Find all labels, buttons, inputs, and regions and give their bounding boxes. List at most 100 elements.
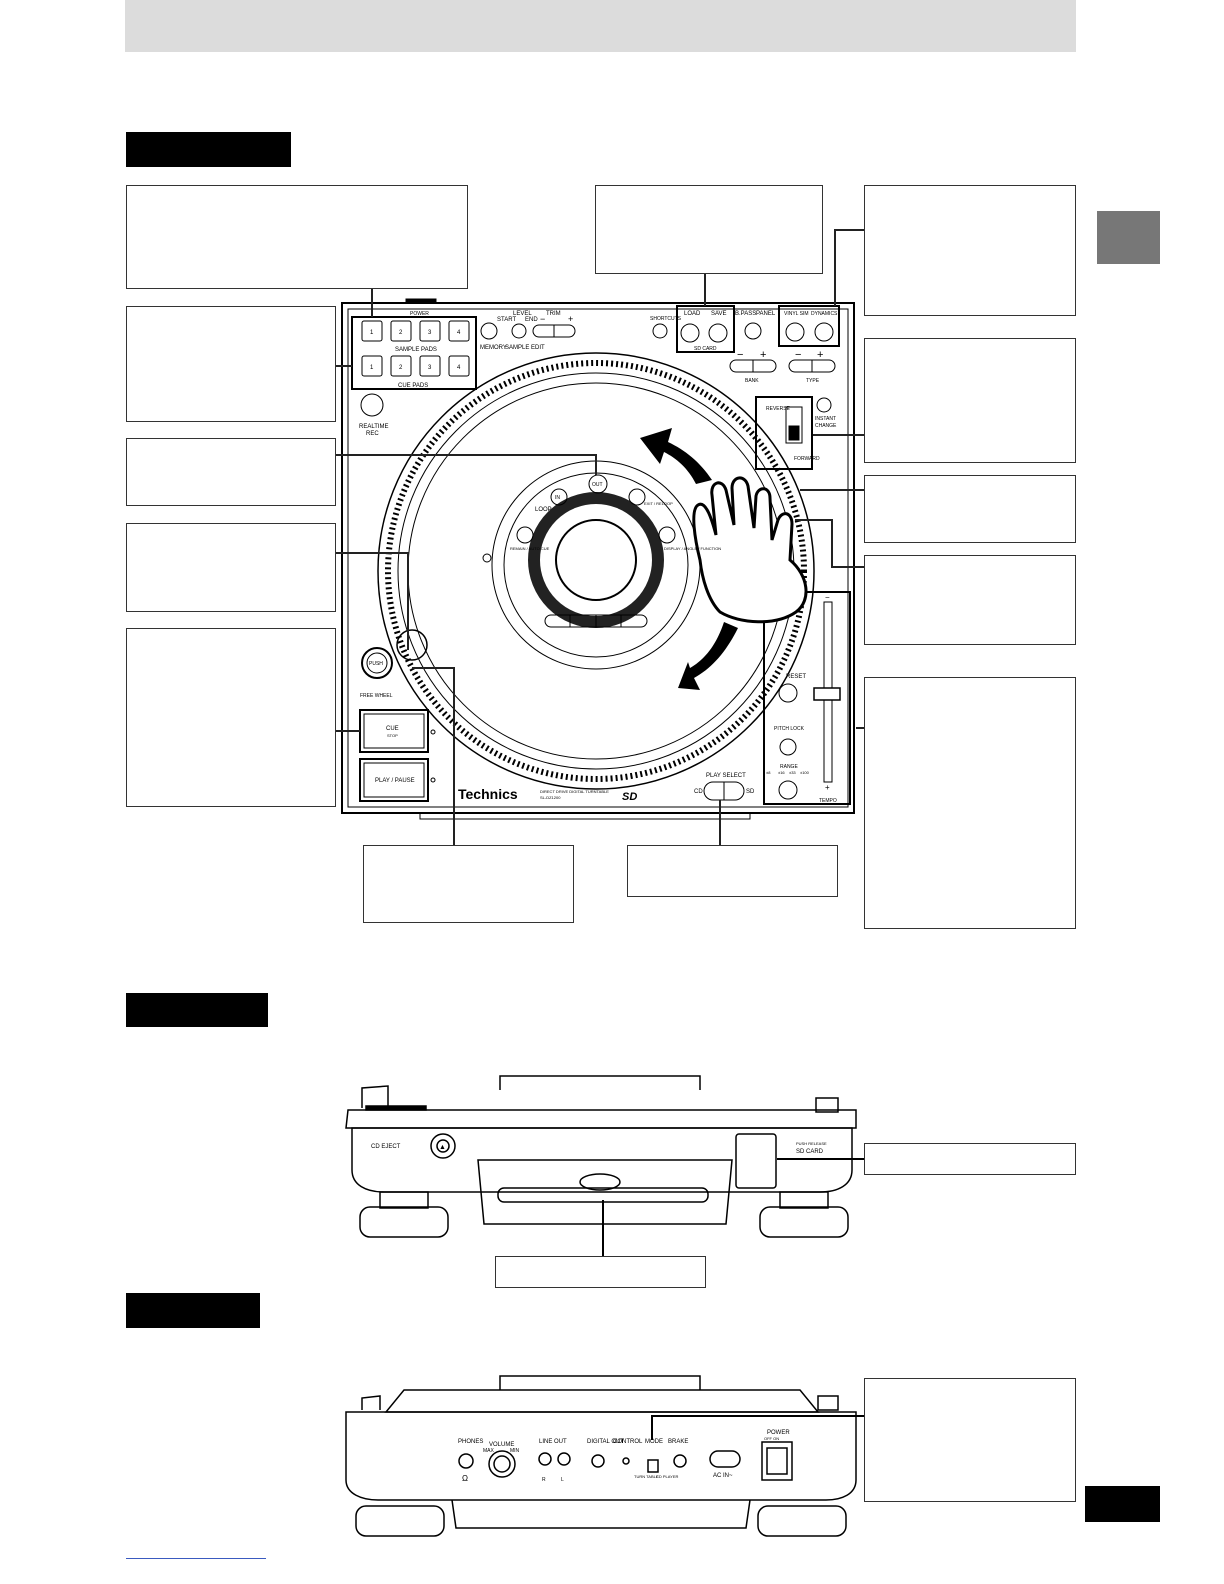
callout-loop [126,438,336,506]
rear-panel-drawing [345,1375,864,1537]
cue-pad-1: 1 [370,365,374,371]
callout-sd-slot [864,1143,1076,1175]
cd-player-label: CD PLAYER [656,1474,678,1479]
exit-reloop-label: EXIT / RELOOP [644,501,673,506]
bank-label: BANK [745,378,759,384]
sd-logo-icon: SD [622,791,637,803]
sd-card-small-label: SD CARD [694,346,717,352]
cue-pad-2: 2 [399,365,403,371]
ac-in-label: AC IN~ [713,1473,733,1479]
start-label: START [497,317,516,323]
range-value-4: ±100 [800,770,810,775]
type-plus: + [817,349,823,361]
line-out-label: LINE OUT [539,1439,567,1445]
push-label: PUSH [369,661,383,667]
callout-cue-play [126,628,336,807]
trim-minus: − [540,314,545,324]
power-off-on: OFF ON [764,1436,779,1441]
volume-max: MAX [483,1448,495,1454]
callout-tempo [864,677,1076,929]
hand-icon [692,476,808,624]
power-rear-label: POWER [767,1430,790,1436]
section-tab-front-panel [126,993,268,1027]
footer-link-line [126,1558,266,1559]
free-wheel-label: FREE WHEEL [360,693,393,699]
power-label: POWER [410,311,429,317]
load-label: LOAD [684,311,701,317]
turn-table-label: TURN TABLE [634,1474,659,1479]
instant-label: INSTANT [815,416,836,422]
phones-label: PHONES [458,1439,483,1445]
model-line-2: SL-DZ1200 [540,795,561,800]
volume-min: MIN [510,1448,520,1454]
shortcuts-label: SHORTCUTS [650,316,682,322]
callout-effects [864,185,1076,316]
tempo-label: TEMPO [819,798,837,804]
eject-icon: ▲ [439,1144,446,1151]
tempo-plus: + [825,783,830,792]
model-line-1: DIRECT DRIVE DIGITAL TURNTABLE [540,789,609,794]
tempo-minus: − [825,593,830,602]
sample-pads-label: SAMPLE PADS [395,347,437,353]
remain-autocue-label: REMAIN / AUTO CUE [510,546,550,551]
panel-label: PANEL [756,311,776,317]
sample-pad-4: 4 [457,330,461,336]
technics-logo: Technics [458,786,518,802]
control-label: CONTROL [613,1439,643,1445]
forward-label: FORWARD [794,456,820,462]
line-out-r: R [542,1477,546,1483]
callout-free-wheel [363,845,574,923]
type-minus: − [795,349,801,361]
mode-label: MODE [645,1439,663,1445]
header-bar [125,0,1076,52]
callout-cue-pads [126,306,336,422]
callout-sample-cue-pads [126,185,468,289]
push-release-label: PUSH RELEASE [796,1141,827,1146]
range-value-2: ±16 [778,770,785,775]
section-tab-top-panel [126,132,291,167]
cue-pad-4: 4 [457,365,461,371]
cue-label: CUE [386,726,399,732]
leader-lines [336,229,864,845]
reset-label: RESET [786,674,806,680]
bank-minus: − [737,349,743,361]
play-select-cd: CD [694,789,703,795]
digital-out-label: DIGITAL OUT [587,1439,624,1445]
save-label: SAVE [711,311,727,317]
change-label: CHANGE [815,423,837,429]
play-pause-label: PLAY / PAUSE [375,778,415,784]
callout-display [126,523,336,612]
play-select-sd: SD [746,789,755,795]
vinyl-sim-label: VINYL SIM [784,311,809,317]
loop-out-label: OUT [592,482,603,488]
rec-label: REC [366,431,379,437]
callout-play-select [627,845,838,897]
volume-label: VOLUME [489,1442,514,1448]
cd-eject-label: CD EJECT [371,1144,401,1150]
callout-platter [864,475,1076,543]
end-label: END [525,317,538,323]
play-select-label: PLAY SELECT [706,773,746,779]
stop-label: STOP [387,733,398,738]
range-value-3: ±33 [789,770,796,775]
trim-plus: + [568,314,573,324]
rotation-arrow-icon [640,428,738,690]
sample-pad-1: 1 [370,330,374,336]
memory-label: MEMORY [480,345,507,351]
trim-label: TRIM [546,311,561,317]
cue-pad-buttons [361,355,470,377]
headphone-icon: Ω [462,1474,468,1483]
range-label: RANGE [780,764,798,770]
cue-pad-3: 3 [428,365,432,371]
sample-pad-3: 3 [428,330,432,336]
sample-pad-2: 2 [399,330,403,336]
callout-strobe [864,555,1076,645]
sd-card-label: SD CARD [796,1149,824,1155]
bpass-label: B.PASS [735,311,756,317]
type-label: TYPE [806,378,820,384]
reverse-label: REVERSE [766,406,791,412]
page-number-box [1085,1486,1160,1522]
callout-mode-switch [864,1378,1076,1502]
display-angle-label: DISPLAY / ANGLE / FUNCTION [664,546,721,551]
